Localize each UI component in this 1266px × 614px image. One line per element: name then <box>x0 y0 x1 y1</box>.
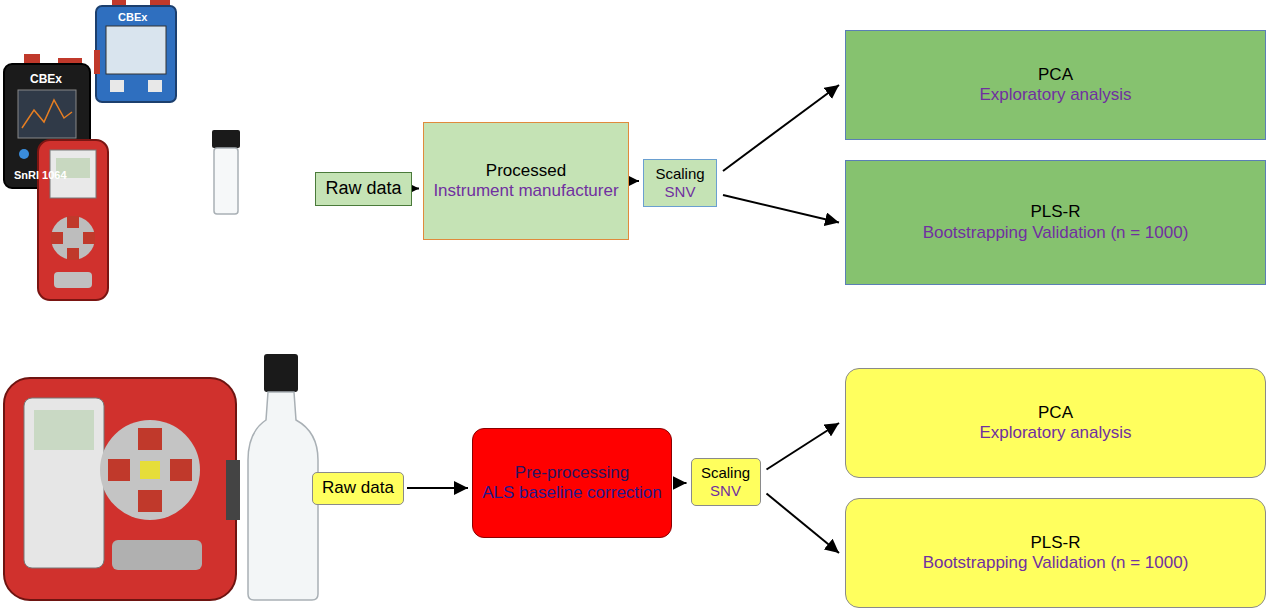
flow-arrow <box>415 188 419 190</box>
flow-arrow <box>675 482 687 484</box>
box-subtitle: Bootstrapping Validation (n = 1000) <box>923 223 1189 243</box>
raw-data-box: Raw data <box>312 472 404 505</box>
red-spectrometer <box>38 140 108 300</box>
process-box: ProcessedInstrument manufacturer <box>423 122 629 240</box>
box-subtitle: SNV <box>665 183 696 201</box>
analysis-box: PCAExploratory analysis <box>845 30 1266 140</box>
box-subtitle: Bootstrapping Validation (n = 1000) <box>923 553 1189 573</box>
box-heading: Scaling <box>701 464 750 482</box>
box-subtitle: Exploratory analysis <box>979 423 1131 443</box>
box-heading: Pre-processing <box>515 463 629 483</box>
box-subtitle: Instrument manufacturer <box>433 181 618 201</box>
box-heading: PLS-R <box>1030 533 1080 553</box>
preprocessing-box: Pre-processingALS baseline correction <box>472 428 672 538</box>
flow-arrow <box>723 85 839 171</box>
box-subtitle: ALS baseline correction <box>482 483 662 503</box>
scaling-box: ScalingSNV <box>643 159 717 207</box>
flow-arrow <box>407 487 468 489</box>
box-heading: PCA <box>1038 65 1073 85</box>
box-subtitle: Exploratory analysis <box>979 85 1131 105</box>
device-brand: CBEx <box>30 73 62 85</box>
glass-vial <box>212 130 240 214</box>
box-heading: PLS-R <box>1030 202 1080 222</box>
box-heading: PCA <box>1038 403 1073 423</box>
box-subtitle: SNV <box>710 482 741 500</box>
flow-arrow <box>632 180 639 182</box>
box-heading: Scaling <box>655 165 704 183</box>
blue-spectrometer <box>94 0 176 102</box>
device-brand: CBEx <box>118 12 147 23</box>
box-heading: Processed <box>486 161 566 181</box>
scaling-box: ScalingSNV <box>691 458 761 506</box>
box-heading: Raw data <box>325 178 401 200</box>
analysis-box: PCAExploratory analysis <box>845 368 1266 478</box>
box-heading: Raw data <box>322 478 394 498</box>
device-model: SnRI 1064 <box>14 170 67 181</box>
analysis-box: PLS-RBootstrapping Validation (n = 1000) <box>845 498 1266 608</box>
red-spectrometer-large <box>4 378 240 600</box>
flow-arrow <box>723 195 839 223</box>
flow-arrow <box>767 423 840 470</box>
flow-arrow <box>767 494 840 554</box>
raw-data-box: Raw data <box>315 172 412 206</box>
glass-bottle <box>248 354 318 600</box>
analysis-box: PLS-RBootstrapping Validation (n = 1000) <box>845 160 1266 285</box>
